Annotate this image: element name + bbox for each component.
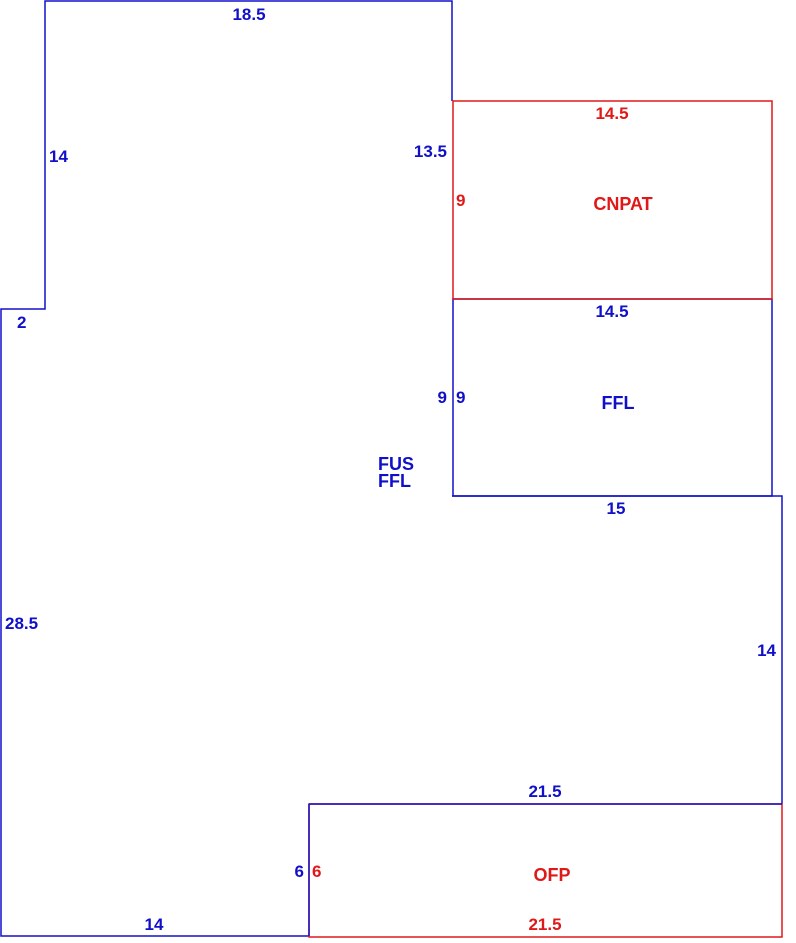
cnpat-dim-top: 14.5 (595, 104, 628, 123)
dim-right-lower-side: 14 (757, 641, 776, 660)
dim-upper-left-side: 14 (49, 147, 68, 166)
cnpat-area-label: CNPAT (593, 194, 652, 214)
dim-ofp-left-edge: 6 (295, 862, 304, 881)
ofp-area-label: OFP (533, 865, 570, 885)
ffl-dim-top: 14.5 (595, 302, 628, 321)
cnpat-room-outline (452, 100, 773, 300)
main-structure-outline (0, 0, 453, 937)
ffl-dim-left-inside: 9 (456, 388, 465, 407)
dim-ofp-top-edge: 21.5 (528, 782, 561, 801)
dim-bottom-left: 14 (145, 915, 164, 934)
cnpat-dim-left: 9 (456, 191, 465, 210)
dim-left-side: 28.5 (5, 614, 38, 633)
dim-upper-right-side: 13.5 (414, 142, 447, 161)
ffl-area-label: FFL (602, 393, 635, 413)
dim-step-left: 2 (17, 313, 26, 332)
main-structure-right-outline (452, 495, 783, 804)
ofp-dim-bottom: 21.5 (528, 915, 561, 934)
main-area-label-line2: FFL (378, 471, 411, 491)
dim-top: 18.5 (232, 5, 265, 24)
ofp-dim-left: 6 (312, 862, 321, 881)
main-area-label-line1: FUS (378, 454, 414, 474)
ffl-dim-left-outside: 9 (438, 388, 447, 407)
ffl-dim-bottom: 15 (607, 499, 626, 518)
